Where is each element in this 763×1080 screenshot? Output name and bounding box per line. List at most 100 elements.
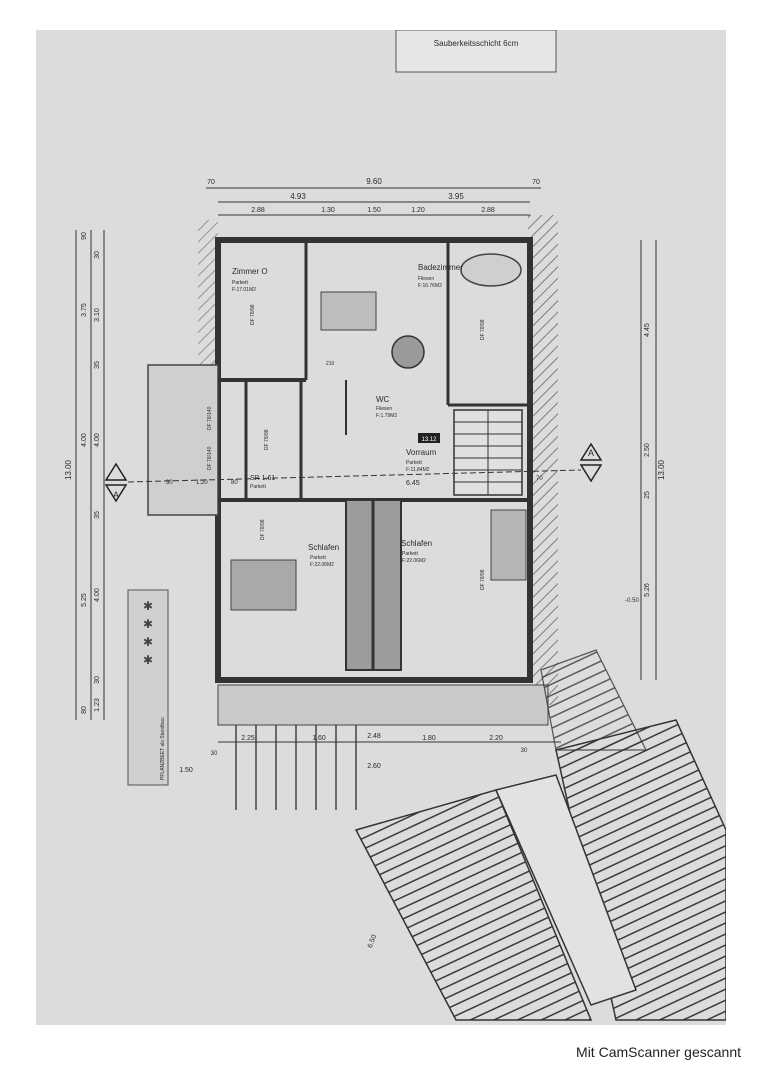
inner-w-4: 30 bbox=[166, 480, 173, 486]
scanned-sheet: Sauberkeitsschicht 6cm 9.60 70 70 4.93 3… bbox=[36, 29, 727, 1025]
room-wc-area: F:1.79M2 bbox=[376, 413, 397, 419]
room-schlafen-right-floor: Parkett bbox=[402, 551, 418, 557]
planter-stamp-text: PFLANZBEET als Standbau bbox=[160, 717, 166, 780]
dim-left-i7: 1.23 bbox=[94, 698, 101, 712]
df-label-7: DF 78/140 bbox=[207, 446, 213, 470]
inner-w-2: 6.45 bbox=[406, 480, 420, 487]
inner-w-1: 1.20 bbox=[196, 480, 208, 486]
dim-bottom-1: 1.60 bbox=[312, 735, 326, 742]
dim-right-s3: 5.26 bbox=[644, 583, 651, 597]
dim-top-r2-4: 2.88 bbox=[481, 207, 495, 214]
carport-center-strip bbox=[494, 774, 637, 1006]
staircase bbox=[453, 409, 523, 496]
bed-zimmer bbox=[320, 291, 377, 331]
balcony-left bbox=[147, 364, 219, 516]
inner-w-0: 80 bbox=[231, 480, 238, 486]
dim-bottom-s3: 2.60 bbox=[367, 763, 381, 770]
dim-left-o1: 3.75 bbox=[81, 303, 88, 317]
dim-left-o0: 90 bbox=[81, 232, 88, 240]
room-bad-floor: Fliesen bbox=[418, 276, 434, 282]
df-label-1: DF 78/98 bbox=[250, 304, 256, 325]
df-label-6: DF 78/140 bbox=[207, 406, 213, 430]
room-zimmer-area: F:17.01M2 bbox=[232, 287, 256, 293]
dim-bottom-2: 1.80 bbox=[422, 735, 436, 742]
svg-text:✱: ✱ bbox=[143, 617, 153, 631]
section-line bbox=[127, 469, 582, 483]
room-sr-name: SR 1.61 bbox=[250, 475, 275, 482]
dim-right-level: -0.50 bbox=[625, 598, 639, 604]
dim-bottom-s4: 2.48 bbox=[367, 733, 381, 740]
carport-roof-main bbox=[354, 789, 593, 1021]
inner-w-3: 70 bbox=[536, 476, 543, 482]
inner-door-height: 210 bbox=[326, 361, 335, 367]
room-vorraum-name: Vorraum bbox=[406, 448, 437, 457]
dim-left-i5: 4.00 bbox=[94, 588, 101, 602]
room-bad-area: F:16.76M2 bbox=[418, 283, 442, 289]
room-schlafen-left-floor: Parkett bbox=[310, 555, 326, 561]
dim-top-seg2: 3.95 bbox=[448, 192, 464, 201]
room-schlafen-left-area: F:22.06M2 bbox=[310, 562, 334, 568]
svg-text:✱: ✱ bbox=[143, 635, 153, 649]
scanner-footer: Mit CamScanner gescannt bbox=[576, 1044, 741, 1060]
stair-label: 13.12 bbox=[421, 437, 437, 443]
terrace-posts bbox=[235, 725, 357, 810]
dim-top-seg1: 4.93 bbox=[290, 192, 306, 201]
dim-left-o2: 4.00 bbox=[81, 433, 88, 447]
svg-text:✱: ✱ bbox=[143, 653, 153, 667]
room-wc-floor: Fliesen bbox=[376, 406, 392, 412]
header-note-box bbox=[395, 29, 557, 73]
dim-top-r2-1: 1.30 bbox=[321, 207, 335, 214]
stair-label-box bbox=[418, 433, 440, 443]
room-schlafen-left-name: Schlafen bbox=[308, 543, 339, 552]
dim-left-i3: 4.00 bbox=[94, 433, 101, 447]
dim-left-o4: 80 bbox=[81, 706, 88, 714]
dim-left-i1: 3.10 bbox=[94, 308, 101, 322]
header-note: Sauberkeitsschicht 6cm bbox=[434, 39, 519, 48]
bathtub bbox=[460, 253, 522, 287]
room-bad-name: Badezimmer bbox=[418, 263, 463, 272]
dim-right-s2: 25 bbox=[644, 491, 651, 499]
roof-slope-right bbox=[540, 649, 647, 751]
roof-hatch-left bbox=[198, 220, 218, 385]
room-vorraum-area: F:11.84M2 bbox=[406, 467, 430, 473]
room-vorraum-floor: Parkett bbox=[406, 460, 422, 466]
dim-bottom-s0: 30 bbox=[211, 751, 218, 757]
room-wc-name: WC bbox=[376, 395, 390, 404]
room-zimmer-floor: Parkett bbox=[232, 280, 248, 286]
dim-right-s1: 2.50 bbox=[644, 443, 651, 457]
room-sr-floor: Parkett bbox=[250, 484, 266, 490]
dim-left-i6: 30 bbox=[94, 676, 101, 684]
dim-bottom-s2: 1.50 bbox=[179, 767, 193, 774]
section-marker-right: A bbox=[579, 442, 603, 483]
dim-top-r2-0: 2.88 bbox=[251, 207, 265, 214]
room-schlafen-right-area: F:22.06M2 bbox=[402, 558, 426, 564]
planter-stamp bbox=[127, 589, 169, 786]
df-label-5: DF 78/98 bbox=[480, 569, 486, 590]
dim-bottom-s1: 30 bbox=[521, 748, 528, 754]
dim-top-overall: 9.60 bbox=[366, 177, 382, 186]
df-label-2: DF 78/98 bbox=[480, 319, 486, 340]
bed-schlafen-right bbox=[490, 509, 527, 581]
dim-bottom-0: 2.25 bbox=[241, 735, 255, 742]
df-label-3: DF 78/98 bbox=[264, 429, 270, 450]
df-label-4: DF 78/98 bbox=[260, 519, 266, 540]
dim-left-overall: 13.00 bbox=[64, 459, 73, 480]
svg-text:✱: ✱ bbox=[143, 599, 153, 613]
svg-text:A: A bbox=[588, 448, 594, 458]
dim-left-o3: 5.25 bbox=[81, 593, 88, 607]
dim-bottom-diagonal: 6.50 bbox=[367, 934, 378, 949]
plant-icon: ✱ ✱ ✱ ✱ bbox=[143, 599, 153, 667]
bed-schlafen-left bbox=[230, 559, 297, 611]
svg-text:A: A bbox=[113, 490, 119, 500]
dim-bottom-3: 2.20 bbox=[489, 735, 503, 742]
terrace bbox=[217, 684, 549, 726]
dim-right-overall: 13.00 bbox=[657, 459, 666, 480]
room-zimmer-name: Zimmer O bbox=[232, 267, 268, 276]
dim-top-r2-3: 1.20 bbox=[411, 207, 425, 214]
dim-left-i4: 35 bbox=[94, 511, 101, 519]
dim-top-left-overhang: 70 bbox=[207, 179, 215, 186]
round-element bbox=[391, 335, 425, 369]
floor-plan: Sauberkeitsschicht 6cm 9.60 70 70 4.93 3… bbox=[64, 29, 727, 1021]
section-marker-left: A bbox=[104, 462, 128, 503]
dim-left-i2: 35 bbox=[94, 361, 101, 369]
